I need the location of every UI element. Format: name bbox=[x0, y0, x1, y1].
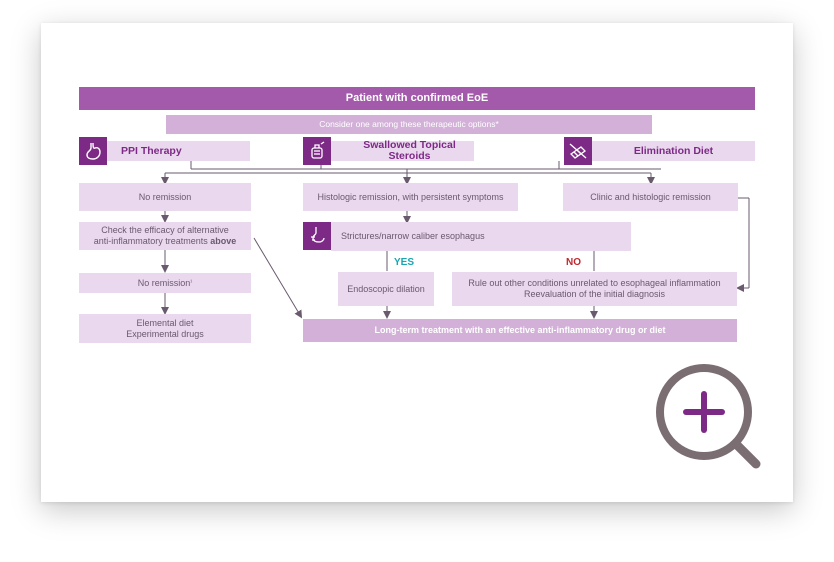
consider-options-bar: Consider one among these therapeutic opt… bbox=[166, 115, 652, 134]
rule-out-box: Rule out other conditions unrelated to e… bbox=[452, 272, 737, 306]
yes-label: YES bbox=[394, 257, 415, 268]
rule-out-line2: Reevaluation of the initial diagnosis bbox=[523, 289, 666, 299]
experimental-drugs-line: Experimental drugs bbox=[126, 328, 204, 339]
strictures-box: Strictures/narrow caliber esophagus bbox=[331, 222, 631, 251]
long-term-treatment-bar: Long-term treatment with an effective an… bbox=[303, 319, 737, 342]
no-remission-2-text: No remission bbox=[137, 277, 191, 288]
diagram-title: Patient with confirmed EoE bbox=[79, 87, 755, 110]
left-no-remission: No remission bbox=[79, 183, 251, 211]
zoom-in-button[interactable] bbox=[652, 362, 764, 479]
option-elimination-diet: Elimination Diet bbox=[592, 141, 755, 161]
no-label: NO bbox=[566, 257, 581, 268]
check-efficacy-line2: anti-inflammatory treatments above bbox=[94, 236, 237, 247]
check-efficacy-line1: Check the efficacy of alternative bbox=[101, 225, 229, 235]
no-food-icon bbox=[564, 137, 592, 165]
stomach-icon bbox=[79, 137, 107, 165]
check-efficacy-bold: above bbox=[210, 236, 237, 246]
histologic-remission-box: Histologic remission, with persistent sy… bbox=[303, 183, 518, 211]
diagram-card[interactable]: Patient with confirmed EoE Consider one … bbox=[41, 23, 793, 502]
rule-out-line1: Rule out other conditions unrelated to e… bbox=[468, 278, 721, 288]
no-remission-2-mark: ¹ bbox=[190, 279, 193, 286]
esophagus-icon bbox=[303, 222, 331, 250]
endoscopic-dilation-box: Endoscopic dilation bbox=[338, 272, 434, 306]
check-efficacy-line2-text: anti-inflammatory treatments bbox=[93, 236, 208, 246]
option-ppi-therapy: PPI Therapy bbox=[107, 141, 250, 161]
inhaler-icon bbox=[303, 137, 331, 165]
connector-lines bbox=[161, 161, 750, 319]
elemental-diet-box: Elemental diet Experimental drugs bbox=[79, 314, 251, 343]
zoom-in-icon bbox=[656, 364, 761, 469]
clinic-histologic-remission-box: Clinic and histologic remission bbox=[563, 183, 738, 211]
check-efficacy-box: Check the efficacy of alternative anti-i… bbox=[79, 222, 251, 250]
option-swallowed-topical-steroids: Swallowed Topical Steroids bbox=[331, 140, 474, 162]
elemental-diet-line: Elemental diet bbox=[136, 317, 194, 328]
